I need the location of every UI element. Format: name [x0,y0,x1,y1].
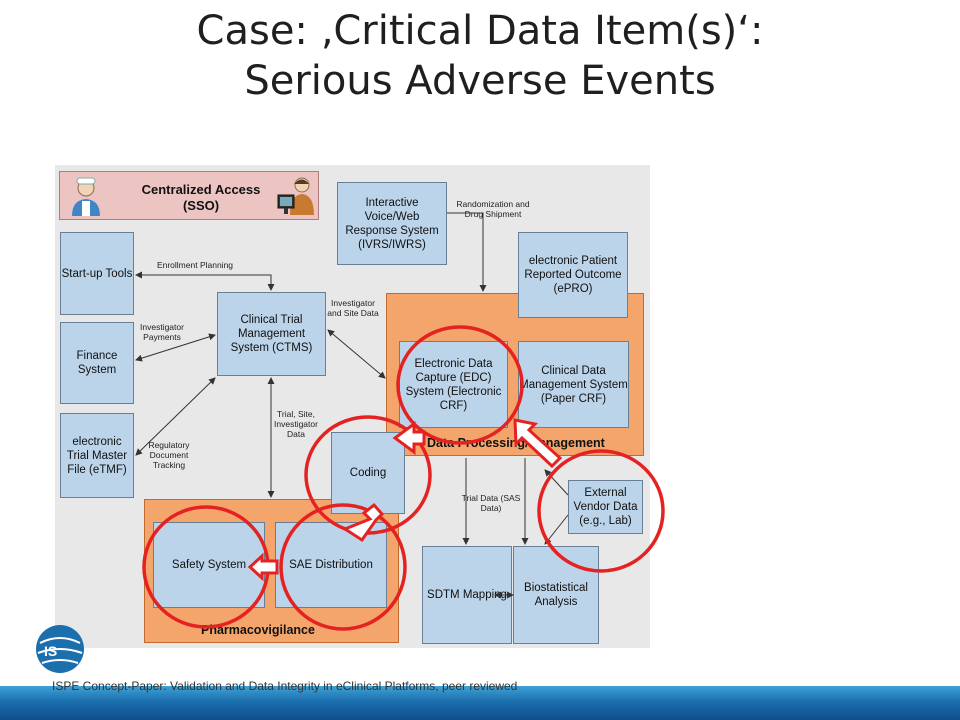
system-diagram: Centralized Access (SSO) Data Processing… [55,165,650,648]
ivrs-box: Interactive Voice/Web Response System (I… [337,182,447,265]
footer-bar [0,686,960,720]
slide-title: Case: ‚Critical Data Item(s)‘: Serious A… [0,6,960,106]
startup-tools-label: Start-up Tools [61,267,133,280]
cdms-box: Clinical Data Management System (Paper C… [518,341,629,428]
sdtm-mapping-label: SDTM Mapping [427,589,507,601]
epro-box: electronic Patient Reported Outcome (ePR… [518,232,628,318]
cdms-label: Clinical Data Management System (Paper C… [519,364,628,405]
ivrs-label: Interactive Voice/Web Response System (I… [345,196,439,251]
footer-citation: ISPE Concept-Paper: Validation and Data … [52,679,518,693]
computer-user-icon [277,177,314,215]
trial-site-data-label: Trial, Site, Investigator Data [274,409,318,439]
sso-banner: Centralized Access (SSO) [59,171,319,220]
title-line-2: Serious Adverse Events [244,58,716,104]
etmf-label: electronic Trial Master File (eTMF) [66,435,128,476]
doctor-user-icon [72,177,100,216]
etmf-box: electronic Trial Master File (eTMF) [60,413,134,498]
finance-system-label: Finance System [76,350,118,376]
ctms-box: Clinical Trial Management System (CTMS) [217,292,326,376]
logo-text: IS [44,643,57,659]
enrollment-label: Enrollment Planning [156,260,234,270]
sso-label: Centralized Access (SSO) [141,182,261,213]
biostat-label: Biostatistical Analysis [524,582,588,608]
ctms-label: Clinical Trial Management System (CTMS) [230,314,313,354]
finance-system-box: Finance System [60,322,134,404]
epro-label: electronic Patient Reported Outcome (ePR… [524,255,622,295]
investigator-site-data-label: Investigator and Site Data [327,298,379,318]
title-line-1: Case: ‚Critical Data Item(s)‘: [196,8,764,54]
randomization-label: Randomization and Drug Shipment [456,199,530,219]
trial-data-label: Trial Data (SAS Data) [461,493,521,513]
ispe-logo-icon: IS [36,625,84,673]
connector-lines [135,212,569,599]
startup-tools-box: Start-up Tools [60,232,134,315]
